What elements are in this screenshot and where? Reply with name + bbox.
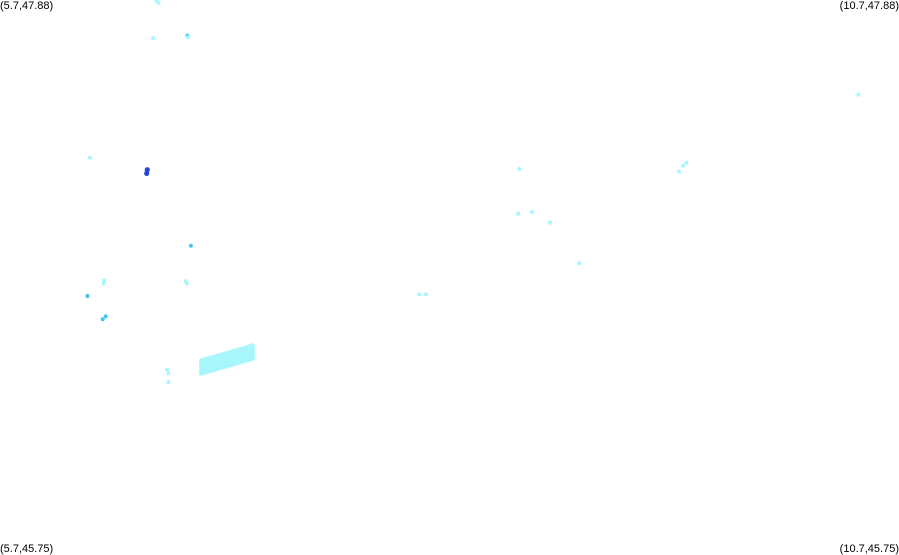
data-point xyxy=(577,261,582,266)
data-point xyxy=(856,92,861,97)
data-point xyxy=(102,278,107,283)
corner-label-top-right: (10.7,47.88) xyxy=(839,0,899,12)
data-point xyxy=(166,380,171,385)
data-point xyxy=(85,294,90,298)
data-point xyxy=(144,170,150,176)
data-point xyxy=(188,243,193,248)
data-point xyxy=(517,167,522,171)
data-point xyxy=(185,281,189,286)
corner-label-bottom-left: (5.7,45.75) xyxy=(0,543,54,555)
corner-label-bottom-right: (10.7,45.75) xyxy=(839,543,899,555)
data-point xyxy=(516,211,521,216)
point-cluster xyxy=(199,343,256,376)
cluster-point xyxy=(250,356,256,361)
data-point xyxy=(165,367,170,372)
data-point xyxy=(103,314,108,319)
data-point xyxy=(100,317,105,322)
data-point xyxy=(166,371,171,376)
data-point xyxy=(677,169,682,174)
corner-label-top-left: (5.7,47.88) xyxy=(0,0,54,12)
data-point xyxy=(186,35,191,40)
data-point xyxy=(548,220,552,225)
data-point xyxy=(101,281,106,286)
data-point xyxy=(681,163,686,168)
data-point xyxy=(417,292,422,297)
data-point xyxy=(87,155,92,160)
data-point xyxy=(424,292,429,297)
data-point xyxy=(529,210,534,214)
data-point xyxy=(156,0,161,5)
data-point xyxy=(684,160,689,165)
data-point xyxy=(151,36,156,41)
